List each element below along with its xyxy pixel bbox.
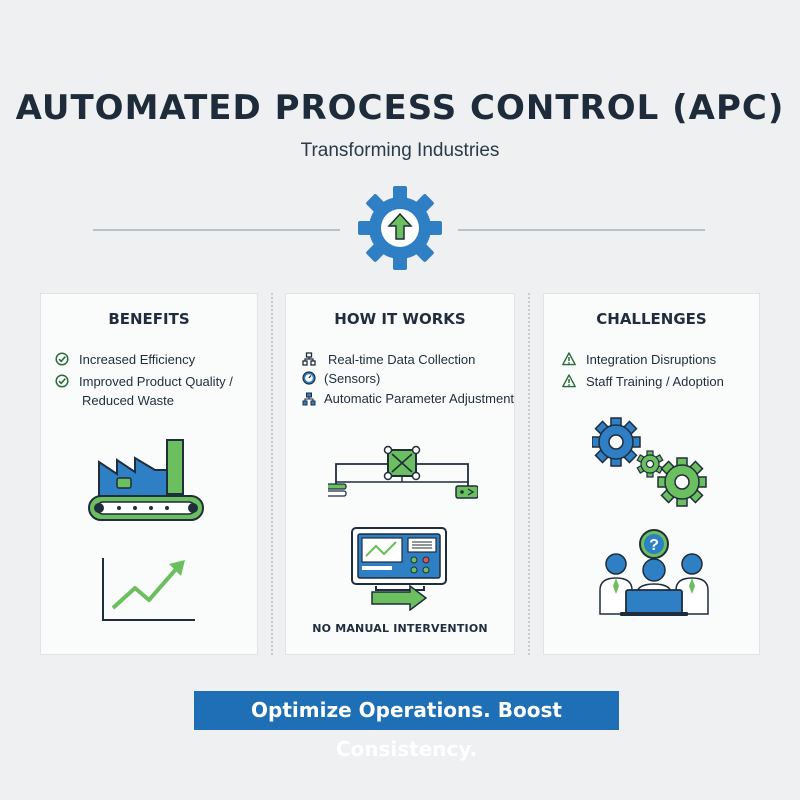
benefits-card: BENEFITS Increased Efficiency Improved P…: [40, 293, 258, 655]
how-item: Automatic Parameter Adjustment: [324, 391, 515, 406]
warning-icon: [562, 374, 576, 388]
page-title: AUTOMATED PROCESS CONTROL (APC): [15, 88, 785, 128]
challenges-title: CHALLENGES: [596, 310, 707, 328]
challenge-item: Staff Training / Adoption: [586, 374, 724, 389]
warning-icon: [562, 352, 576, 366]
control-panel-icon: [351, 527, 447, 611]
how-it-works-caption: NO MANUAL INTERVENTION: [312, 622, 488, 635]
how-it-works-title: HOW IT WORKS: [334, 310, 466, 328]
challenge-item: Integration Disruptions: [586, 352, 717, 367]
benefit-item: Increased Efficiency: [79, 352, 196, 367]
gears-icon: [592, 417, 707, 507]
column-separator: [271, 293, 273, 655]
check-circle-icon: [55, 352, 69, 366]
hierarchy-icon: [302, 392, 316, 406]
how-it-works-card: HOW IT WORKS Real-time Data Collection (…: [285, 293, 515, 655]
sensor-gauge-icon: [302, 371, 316, 385]
benefit-item-continued: Reduced Waste: [82, 393, 175, 408]
svg-text:?: ?: [649, 537, 659, 554]
benefits-title: BENEFITS: [108, 310, 190, 328]
column-separator: [528, 293, 530, 655]
page-subtitle: Transforming Industries: [300, 140, 500, 161]
factory-conveyor-icon: [88, 439, 204, 521]
how-item-continued: (Sensors): [324, 371, 381, 386]
team-question-icon: ?: [599, 529, 709, 616]
network-nodes-icon: [328, 445, 478, 499]
growth-chart-icon: [102, 558, 195, 621]
check-circle-icon: [55, 374, 69, 388]
slogan-banner: Optimize Operations. Boost Consistency.: [194, 691, 619, 761]
gear-up-arrow-icon: [358, 186, 442, 270]
network-icon: [302, 352, 316, 366]
divider-left: [93, 229, 340, 231]
challenges-card: CHALLENGES Integration Disruptions Staff…: [543, 293, 760, 655]
divider-right: [458, 229, 705, 231]
benefit-item: Improved Product Quality /: [79, 374, 233, 389]
how-item: Real-time Data Collection: [328, 352, 476, 367]
